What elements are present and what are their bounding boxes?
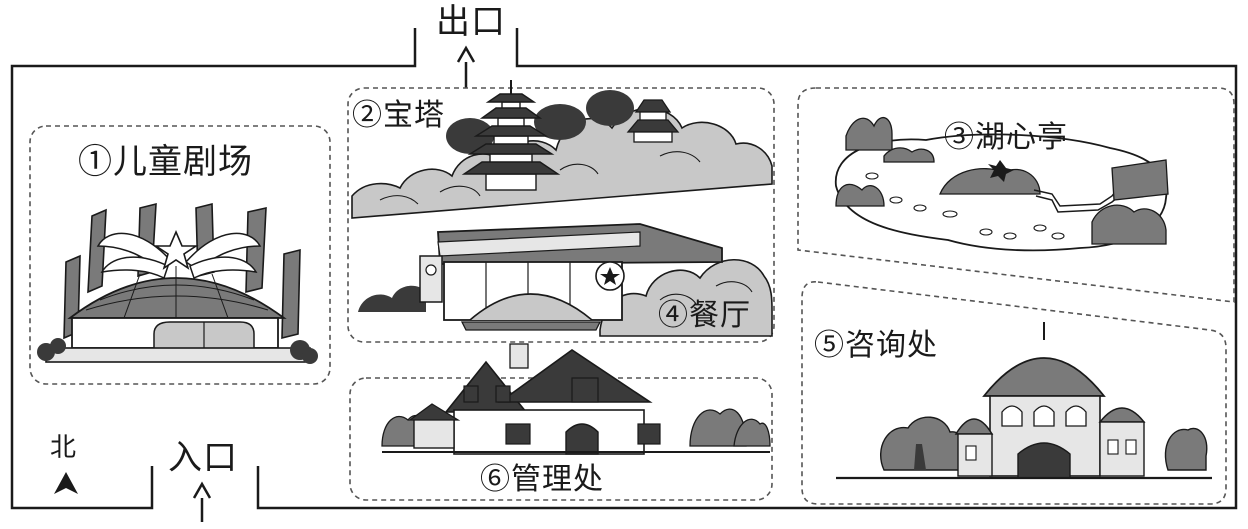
exit-label: 出口 (436, 2, 506, 42)
zone-lake-pavilion (797, 87, 1235, 303)
zone-management-office (349, 377, 773, 501)
attraction-label-restaurant: ④餐厅 (658, 298, 751, 333)
north-arrow-icon (54, 472, 78, 494)
entrance-label: 入口 (168, 438, 238, 478)
lake-pavilion-illustration (835, 116, 1169, 252)
zone-childrens-theatre (29, 125, 331, 385)
attraction-label-management-office: ⑥管理处 (480, 462, 604, 497)
management-office-illustration (381, 343, 771, 455)
information-desk-illustration (836, 322, 1212, 480)
pagoda-illustration (351, 80, 773, 219)
attraction-label-childrens-theatre: ①儿童剧场 (78, 142, 253, 182)
zone-borders (29, 87, 1235, 505)
entrance-arrow-icon (192, 481, 212, 522)
childrens-theatre-illustration (37, 202, 318, 364)
attraction-label-pagoda: ②宝塔 (352, 98, 445, 133)
zone-information-desk (801, 281, 1227, 505)
restaurant-illustration (358, 223, 773, 337)
north-label: 北 (50, 433, 78, 463)
attraction-label-information-desk: ⑤咨询处 (814, 328, 938, 363)
exit-arrow-icon (456, 45, 476, 88)
park-boundary (10, 28, 1238, 510)
attraction-label-lake-pavilion: ③湖心亭 (944, 120, 1068, 155)
